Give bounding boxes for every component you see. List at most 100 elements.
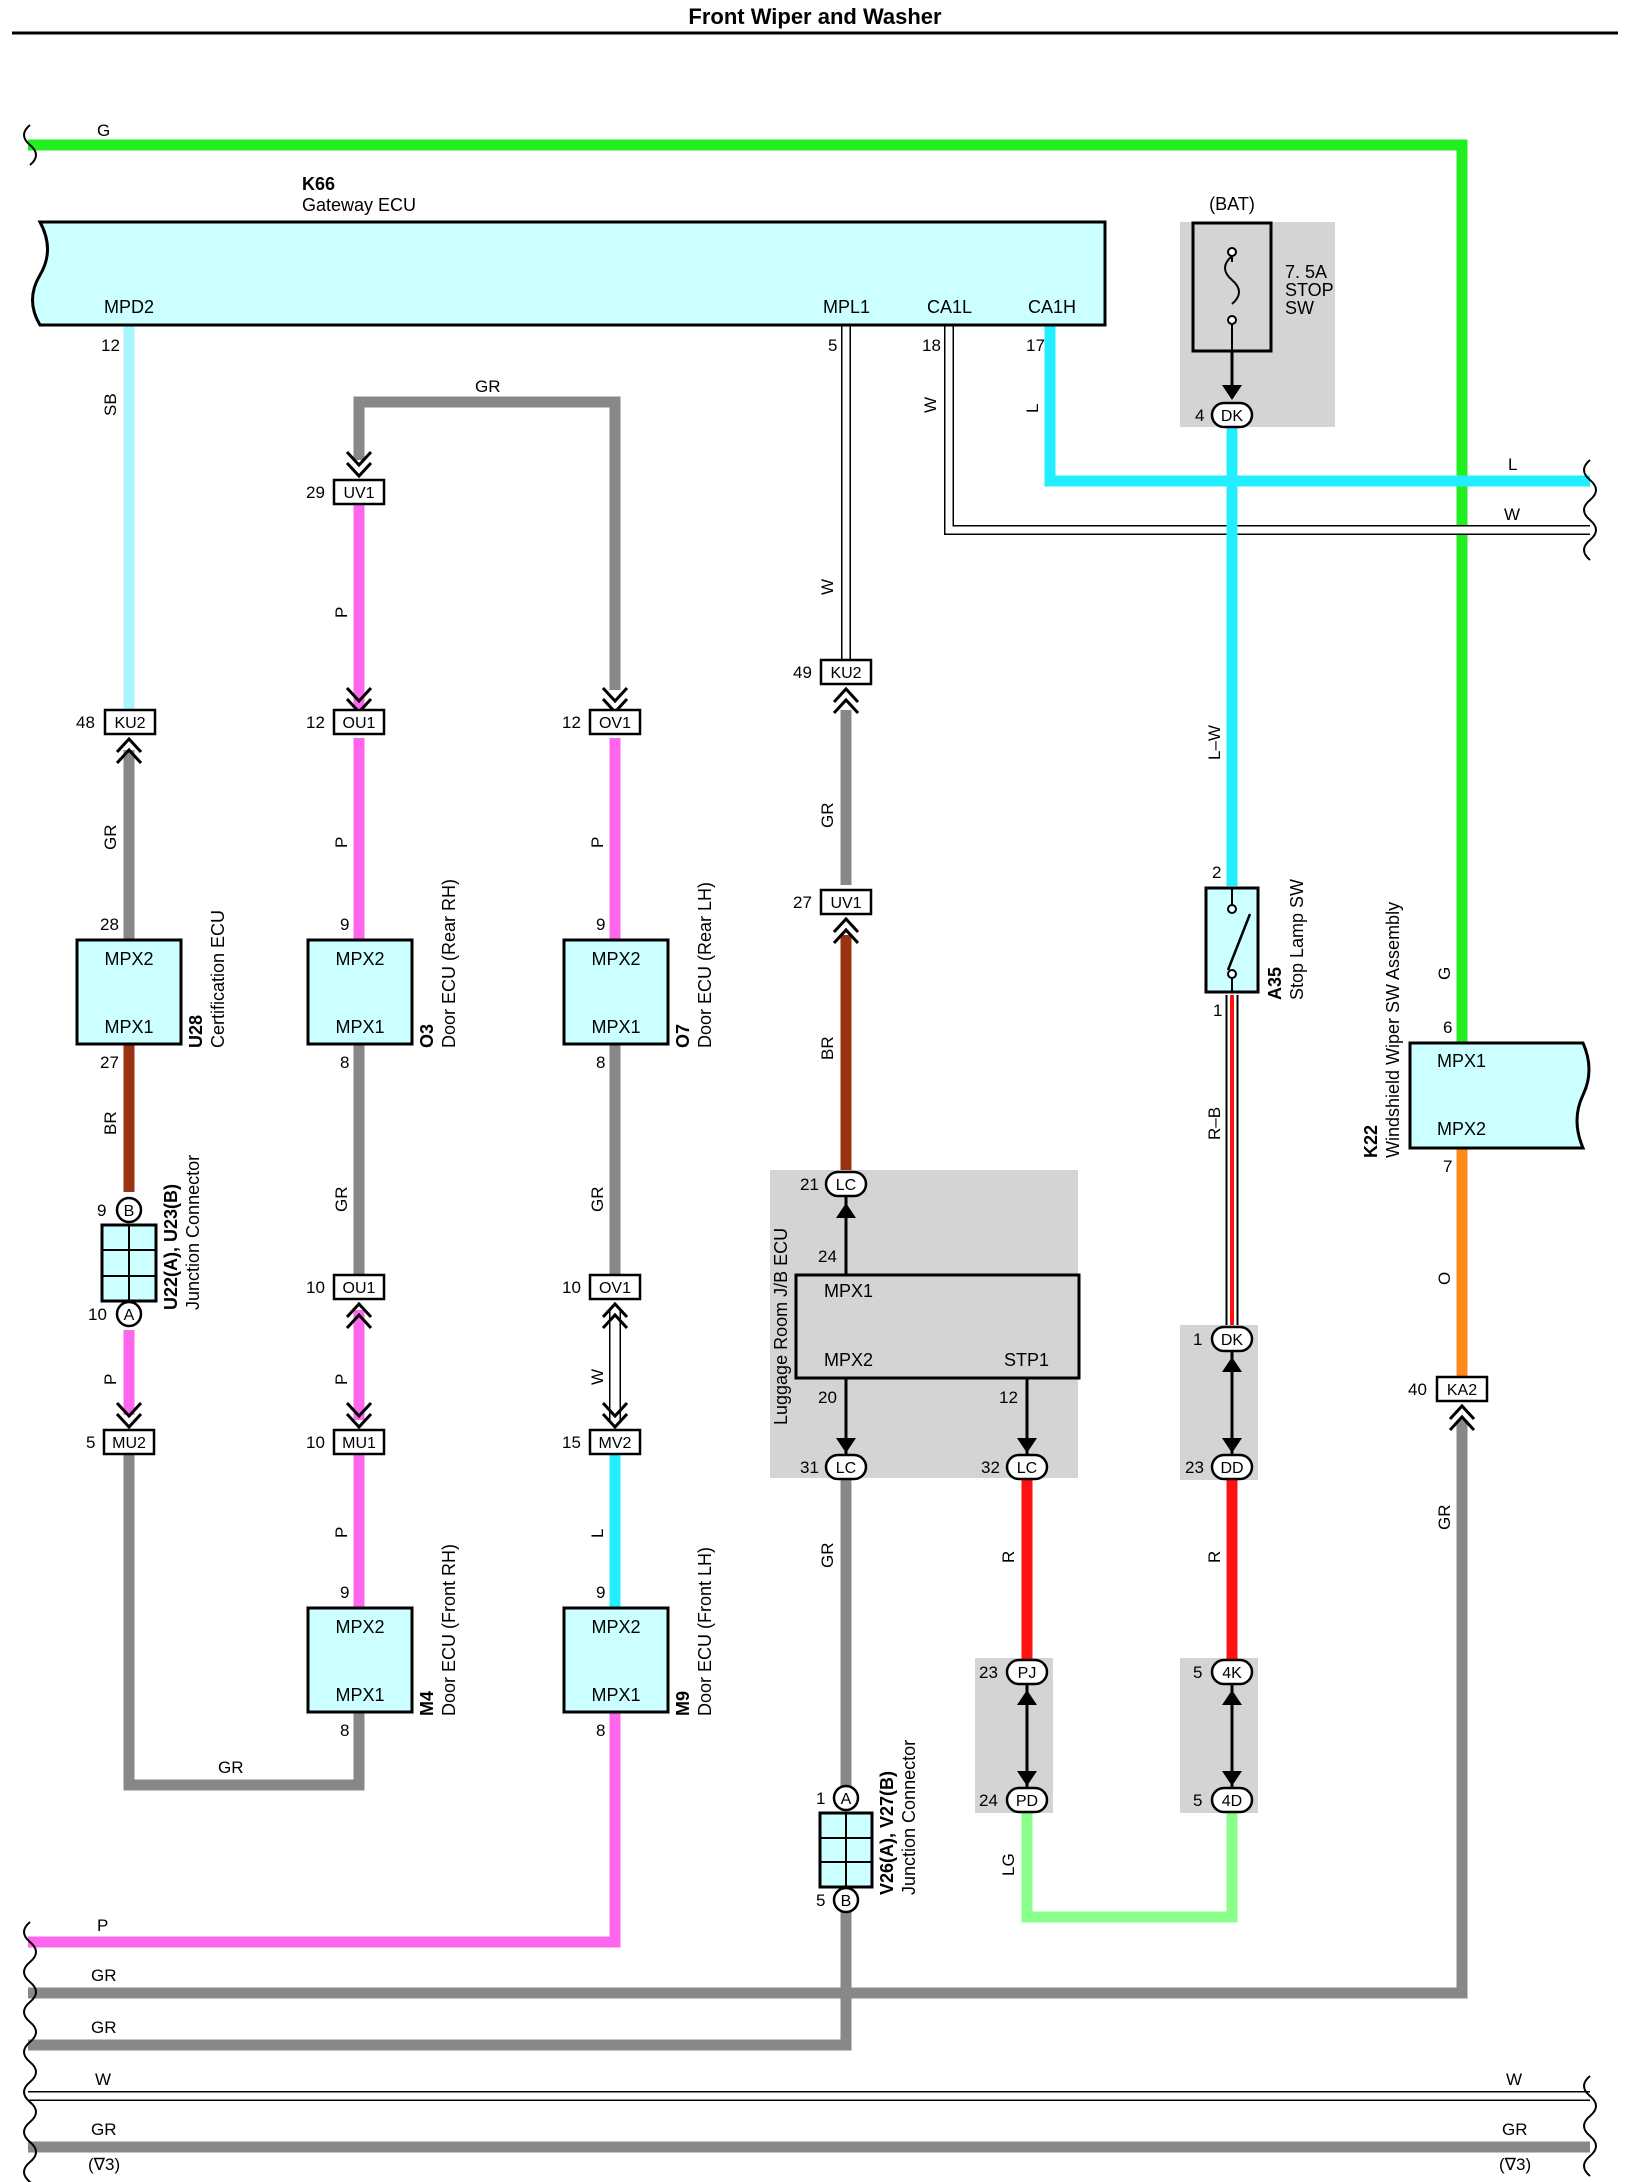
svg-text:24: 24 — [818, 1247, 837, 1266]
svg-text:P: P — [332, 607, 351, 618]
svg-text:MV2: MV2 — [599, 1435, 632, 1452]
wire-g-top — [28, 139, 1468, 1047]
svg-text:MPX1: MPX1 — [335, 1017, 384, 1037]
svg-text:A35: A35 — [1265, 967, 1285, 1000]
svg-text:P: P — [332, 1374, 351, 1385]
svg-text:(∇3): (∇3) — [1499, 2155, 1531, 2174]
svg-text:P: P — [332, 837, 351, 848]
svg-text:GR: GR — [101, 825, 120, 851]
conn-dk-1: DK 1 — [1193, 1325, 1254, 1455]
fuse-name-1: STOP — [1285, 280, 1334, 300]
bat-label: (BAT) — [1209, 194, 1255, 214]
svg-text:SB: SB — [101, 393, 120, 416]
conn-pd: PD 24 — [979, 1786, 1049, 1814]
m4-door-ecu-front-rh: MPX2 MPX1 9 8 M4 Door ECU (Front RH) — [306, 1544, 459, 1740]
svg-text:Stop Lamp SW: Stop Lamp SW — [1287, 879, 1307, 1000]
svg-text:27: 27 — [100, 1053, 119, 1072]
svg-text:R: R — [999, 1551, 1018, 1563]
svg-text:49: 49 — [793, 663, 812, 682]
svg-text:31: 31 — [800, 1458, 819, 1477]
svg-text:LC: LC — [1017, 1460, 1037, 1477]
svg-text:L–W: L–W — [1205, 725, 1224, 760]
svg-text:GR: GR — [818, 1543, 837, 1569]
svg-text:2: 2 — [1212, 863, 1221, 882]
svg-text:MPX1: MPX1 — [591, 1017, 640, 1037]
svg-text:20: 20 — [818, 1388, 837, 1407]
k66-mpd2: MPD2 — [104, 297, 154, 317]
svg-text:12: 12 — [306, 713, 325, 732]
svg-text:23: 23 — [979, 1663, 998, 1682]
v26-v27-junction-connector: A 1 B 5 V26(A), V27(B) Junction Connecto… — [816, 1740, 919, 1914]
svg-text:4K: 4K — [1222, 1665, 1242, 1682]
svg-text:STP1: STP1 — [1004, 1350, 1049, 1370]
conn-ov1-bottom: OV1 10 — [562, 1273, 642, 1330]
conn-lc-31: LC 31 — [800, 1378, 868, 1481]
svg-text:21: 21 — [800, 1175, 819, 1194]
svg-text:5: 5 — [86, 1433, 95, 1452]
svg-text:(∇3): (∇3) — [88, 2155, 120, 2174]
svg-text:Windshield Wiper SW Assembly: Windshield Wiper SW Assembly — [1383, 902, 1403, 1158]
svg-text:7: 7 — [1443, 1157, 1452, 1176]
u22-u23-junction-connector: B 9 A 10 U22(A), U23(B) Junction Connect… — [88, 1155, 203, 1328]
svg-text:Junction Connector: Junction Connector — [183, 1155, 203, 1310]
svg-text:1: 1 — [1213, 1001, 1222, 1020]
svg-text:MPX1: MPX1 — [824, 1281, 873, 1301]
o3-door-ecu-rear-rh: MPX2 MPX1 9 8 O3 Door ECU (Rear RH) — [306, 879, 459, 1072]
bat-connector — [1210, 401, 1254, 429]
svg-text:G: G — [97, 121, 110, 140]
svg-text:L: L — [1023, 404, 1042, 413]
wire-gr-top-loop — [353, 396, 621, 690]
svg-text:PD: PD — [1016, 1793, 1038, 1810]
svg-text:MPX1: MPX1 — [591, 1685, 640, 1705]
svg-text:MPX1: MPX1 — [104, 1017, 153, 1037]
wire-labels: G SB GR P W L L W W L–W GR P P GR BR G B… — [88, 121, 1531, 2174]
fuse-name-2: SW — [1285, 298, 1314, 318]
svg-text:GR: GR — [1435, 1505, 1454, 1531]
svg-text:LG: LG — [999, 1853, 1018, 1876]
svg-text:29: 29 — [306, 483, 325, 502]
conn-lc-32: LC 32 — [981, 1378, 1049, 1481]
svg-text:24: 24 — [979, 1791, 998, 1810]
svg-text:BR: BR — [818, 1036, 837, 1060]
svg-text:OV1: OV1 — [599, 715, 631, 732]
svg-text:R–B: R–B — [1205, 1107, 1224, 1140]
svg-text:MPX2: MPX2 — [335, 949, 384, 969]
svg-text:OU1: OU1 — [343, 715, 376, 732]
svg-text:KU2: KU2 — [114, 715, 145, 732]
svg-text:LC: LC — [836, 1460, 856, 1477]
conn-ou1-bottom: OU1 10 — [306, 1273, 386, 1330]
wire-gr-b2 — [28, 1911, 852, 2051]
m9-door-ecu-front-lh: MPX2 MPX1 9 8 M9 Door ECU (Front LH) — [562, 1547, 715, 1740]
svg-text:5: 5 — [816, 1891, 825, 1910]
svg-text:1: 1 — [1193, 1330, 1202, 1349]
svg-text:KA2: KA2 — [1447, 1382, 1477, 1399]
svg-text:Door ECU (Front RH): Door ECU (Front RH) — [439, 1544, 459, 1716]
svg-text:B: B — [841, 1893, 852, 1910]
svg-text:8: 8 — [596, 1053, 605, 1072]
svg-text:40: 40 — [1408, 1380, 1427, 1399]
svg-text:GR: GR — [91, 2018, 117, 2037]
conn-mv2: MV2 15 — [562, 1401, 642, 1456]
svg-text:28: 28 — [100, 915, 119, 934]
svg-text:MPX2: MPX2 — [1437, 1119, 1486, 1139]
conn-pj: PJ 23 — [979, 1658, 1049, 1788]
svg-text:5: 5 — [1193, 1663, 1202, 1682]
svg-text:MPX2: MPX2 — [335, 1617, 384, 1637]
svg-text:W: W — [921, 397, 940, 413]
conn-dd-23: DD 23 — [1185, 1453, 1254, 1481]
svg-text:P: P — [101, 1374, 120, 1385]
svg-text:6: 6 — [1443, 1018, 1452, 1037]
svg-text:MPX2: MPX2 — [591, 949, 640, 969]
svg-text:MPX1: MPX1 — [1437, 1051, 1486, 1071]
wire-gr-ka2 — [28, 1420, 1468, 1999]
svg-text:DK: DK — [1221, 1332, 1244, 1349]
k66-name: Gateway ECU — [302, 195, 416, 215]
svg-text:GR: GR — [1502, 2120, 1528, 2139]
luggage-room-jb-ecu: Luggage Room J/B ECU MPX1 MPX2 STP1 20 1… — [771, 1228, 1081, 1425]
svg-text:W: W — [95, 2070, 111, 2089]
svg-text:A: A — [124, 1307, 135, 1324]
k66-mpl1: MPL1 — [823, 297, 870, 317]
svg-text:12: 12 — [999, 1388, 1018, 1407]
svg-text:W: W — [1504, 505, 1520, 524]
